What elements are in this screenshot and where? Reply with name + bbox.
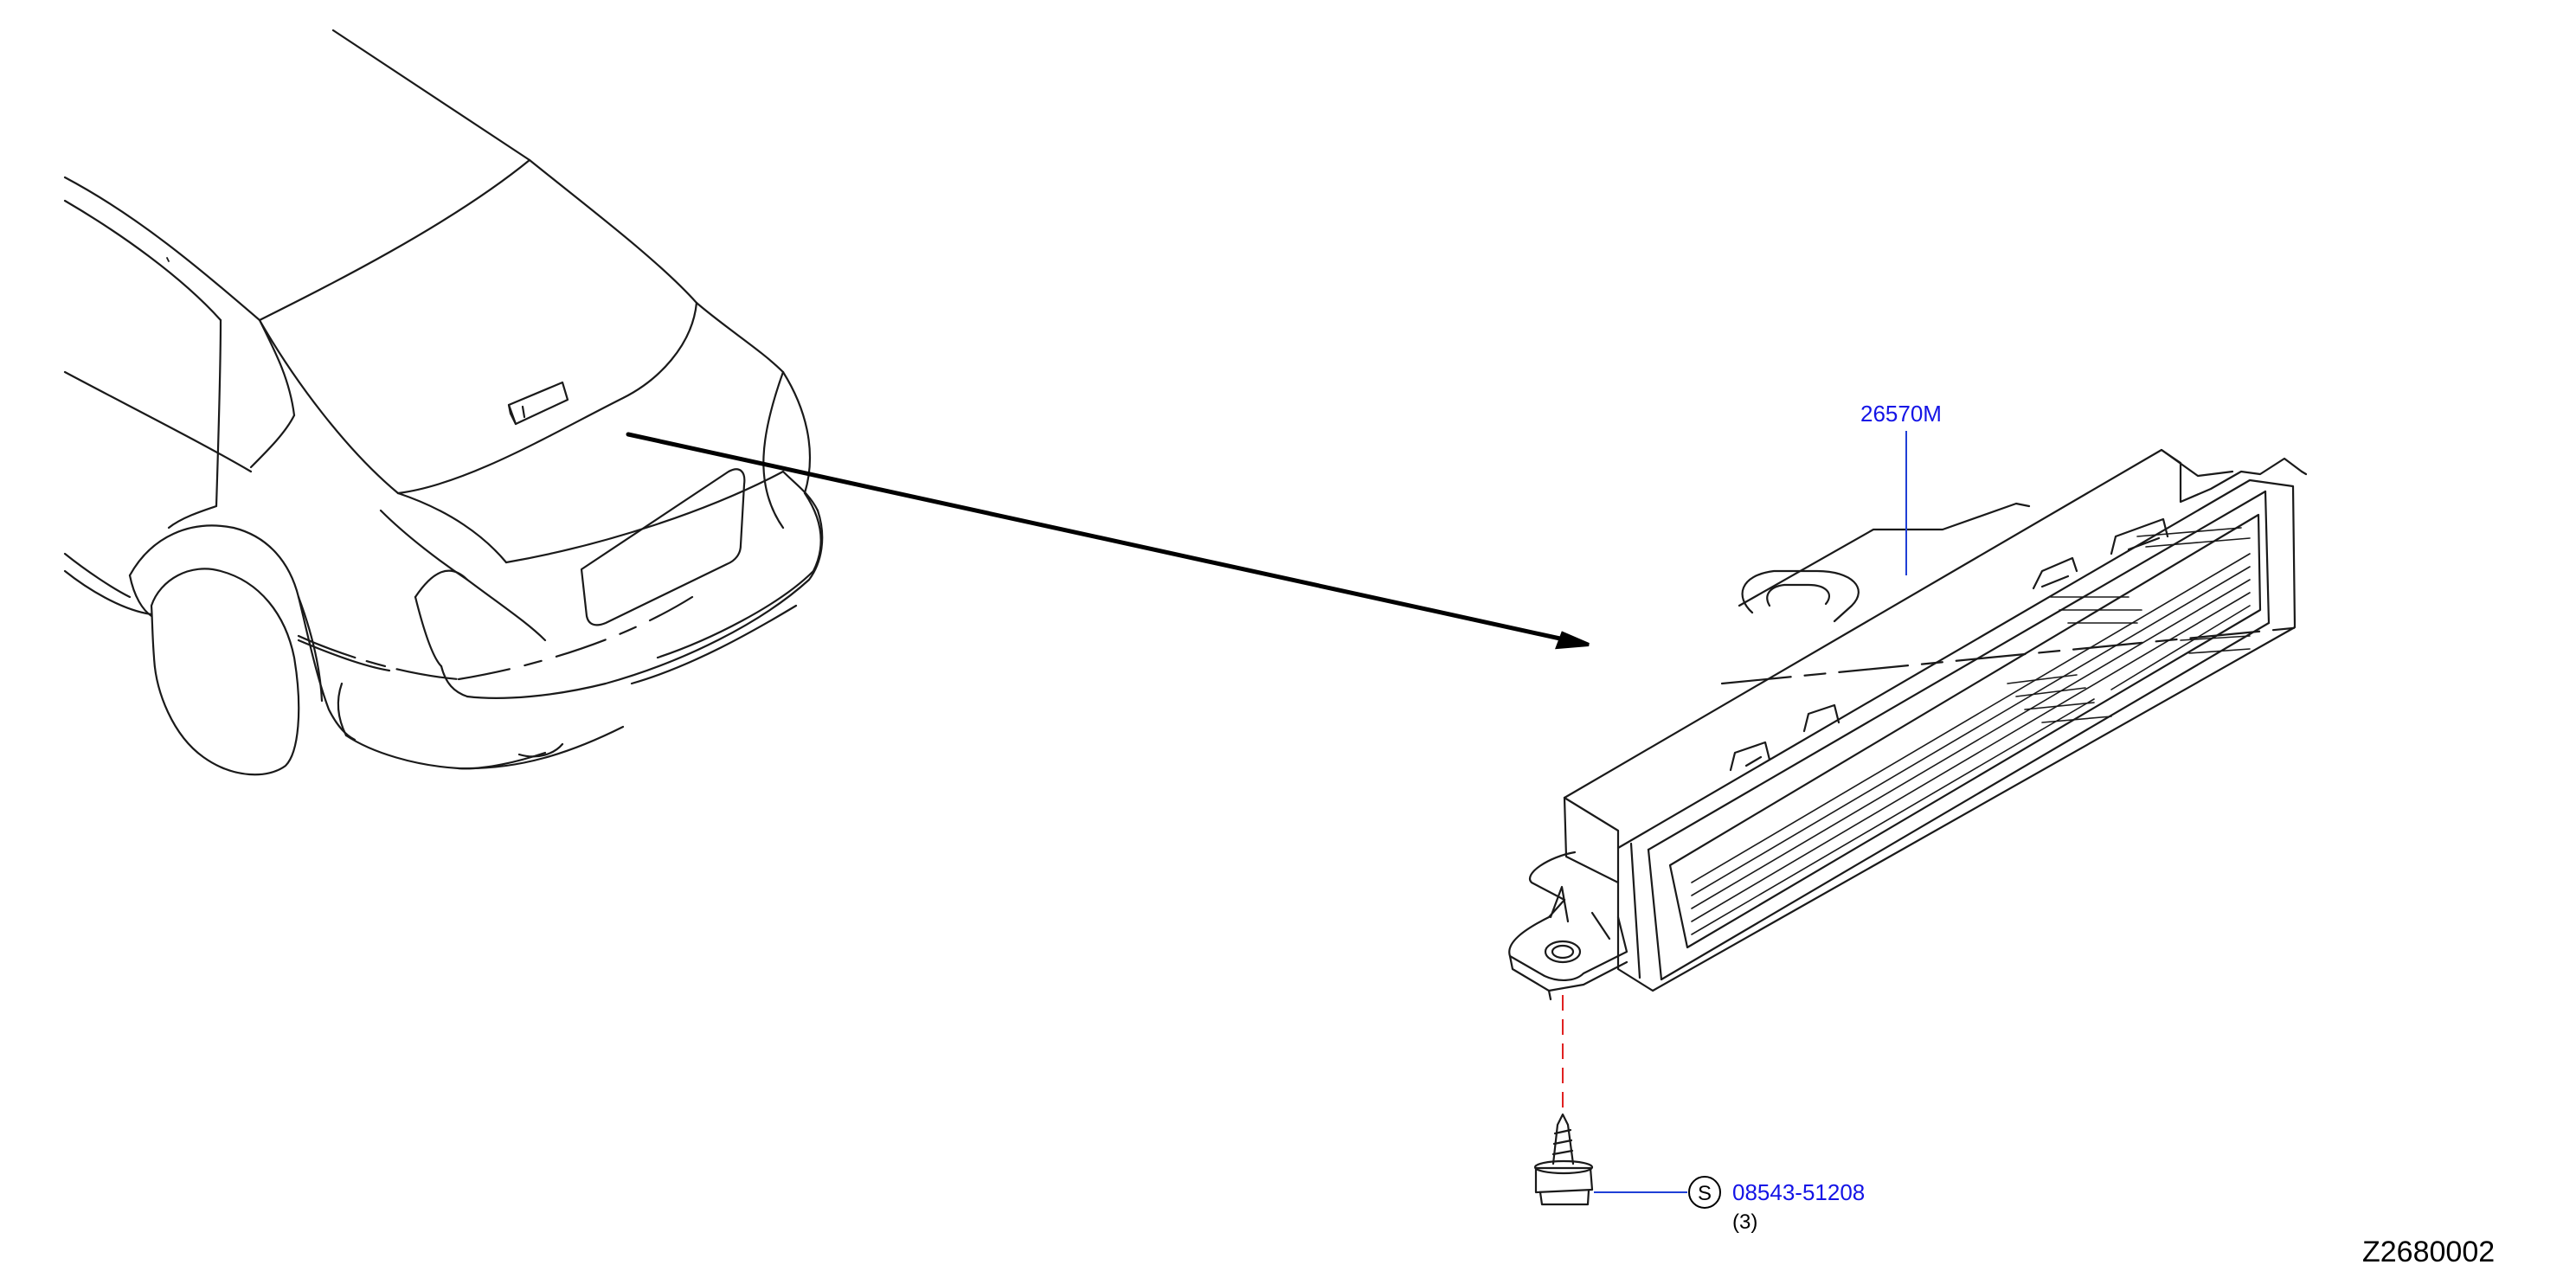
screw-symbol-letter: S	[1698, 1182, 1712, 1205]
vehicle-rear-illustration	[63, 29, 824, 776]
screw-callout: S 08543-51208 (3)	[1688, 1176, 1865, 1234]
location-pointer-arrow	[626, 432, 1590, 650]
screw-illustration	[1533, 995, 1594, 1206]
high-mount-stop-lamp	[1508, 448, 2308, 1001]
figure-code: Z2680002	[2362, 1236, 2495, 1268]
symbol-circle	[1688, 1176, 1721, 1209]
lens-ribs	[1691, 527, 2251, 935]
screw-quantity: (3)	[1732, 1210, 1757, 1234]
part-number-stop-lamp[interactable]: 26570M	[1860, 401, 1942, 427]
part-number-screw[interactable]: 08543-51208	[1732, 1179, 1865, 1205]
